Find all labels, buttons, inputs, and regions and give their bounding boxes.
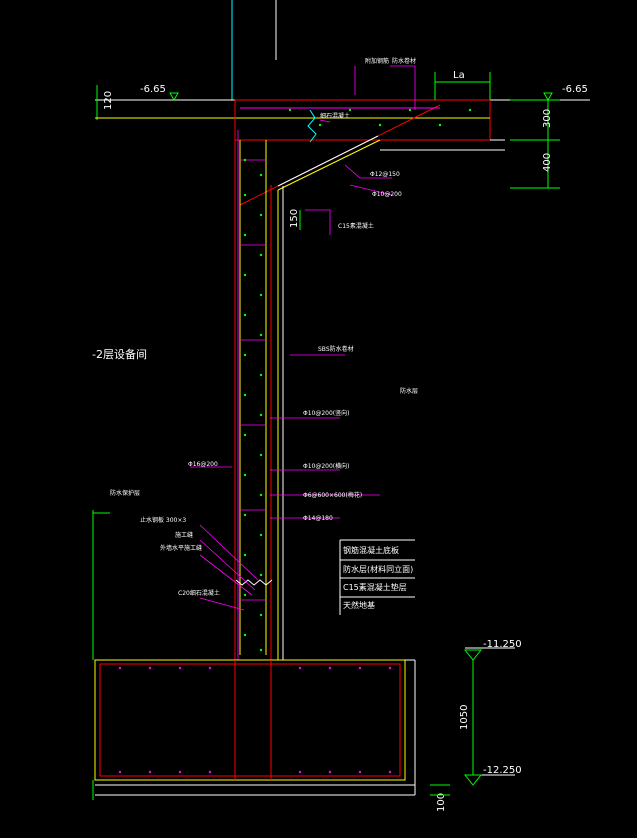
elevation-top-left: -6.65 [140, 84, 166, 95]
legend: 钢筋混凝土底板 防水层(材料同立面) C15素混凝土垫层 天然地基 [339, 539, 415, 615]
dim-400: 400 [542, 153, 553, 172]
leader-lines [190, 65, 416, 611]
legend-row-2: 防水层(材料同立面) [343, 564, 413, 574]
slab-dots [118, 666, 392, 774]
legend-row-3: C15素混凝土垫层 [343, 582, 407, 592]
haunch-line [277, 135, 379, 187]
annotation-3: 细石混凝土 [320, 112, 350, 120]
annotation-7: SBS防水卷材 [318, 345, 354, 353]
annotation-1: 附加钢筋 [365, 57, 389, 65]
annotation-2: 防水卷材 [392, 57, 416, 65]
annotation-14: 止水钢板 300×3 [140, 516, 186, 524]
annotation-5: Φ10@200 [372, 191, 402, 198]
room-label: -2层设备间 [92, 347, 147, 361]
annotation-13: 防水层 [400, 387, 418, 395]
top-slab [234, 99, 491, 141]
annotation-4: Φ12@150 [370, 171, 400, 178]
base-slab-rebar [99, 663, 401, 777]
dim-300: 300 [542, 109, 553, 128]
elevation-marker [169, 92, 179, 102]
annotation-9: Φ10@200(横向) [303, 462, 350, 470]
elevation-marker [463, 774, 483, 786]
dim-la: La [453, 70, 465, 81]
elevation-marker [463, 649, 483, 661]
dim-100: 100 [436, 793, 447, 812]
dim-150: 150 [289, 209, 300, 228]
dim-1050: 1050 [459, 705, 470, 730]
annotation-18: 防水保护层 [110, 489, 140, 497]
break-line [307, 109, 317, 143]
elevation-bottom-bottom: -12.250 [483, 765, 522, 776]
annotation-11: Φ14@180 [303, 515, 333, 522]
legend-row-1: 钢筋混凝土底板 [343, 545, 399, 555]
annotation-10: Φ6@600×600(梅花) [303, 491, 362, 499]
annotation-15: 施工缝 [175, 531, 193, 539]
haunch-line [277, 139, 381, 191]
legend-row-4: 天然地基 [343, 600, 375, 610]
wall-ties [240, 159, 266, 601]
annotation-16: 外墙水平施工缝 [160, 544, 202, 552]
elevation-top-right: -6.65 [562, 84, 588, 95]
annotation-17: C20细石混凝土 [178, 589, 220, 597]
rebar-dots [243, 108, 472, 652]
annotation-6: C15素混凝土 [338, 222, 374, 230]
annotation-12: Φ16@200 [188, 461, 218, 468]
construction-joint [235, 579, 273, 586]
base-slab [94, 659, 406, 781]
annotation-8: Φ10@200(竖向) [303, 409, 350, 417]
elevation-bottom-top: -11.250 [483, 639, 522, 650]
elevation-marker [543, 92, 553, 102]
dim-120: 120 [103, 91, 114, 110]
